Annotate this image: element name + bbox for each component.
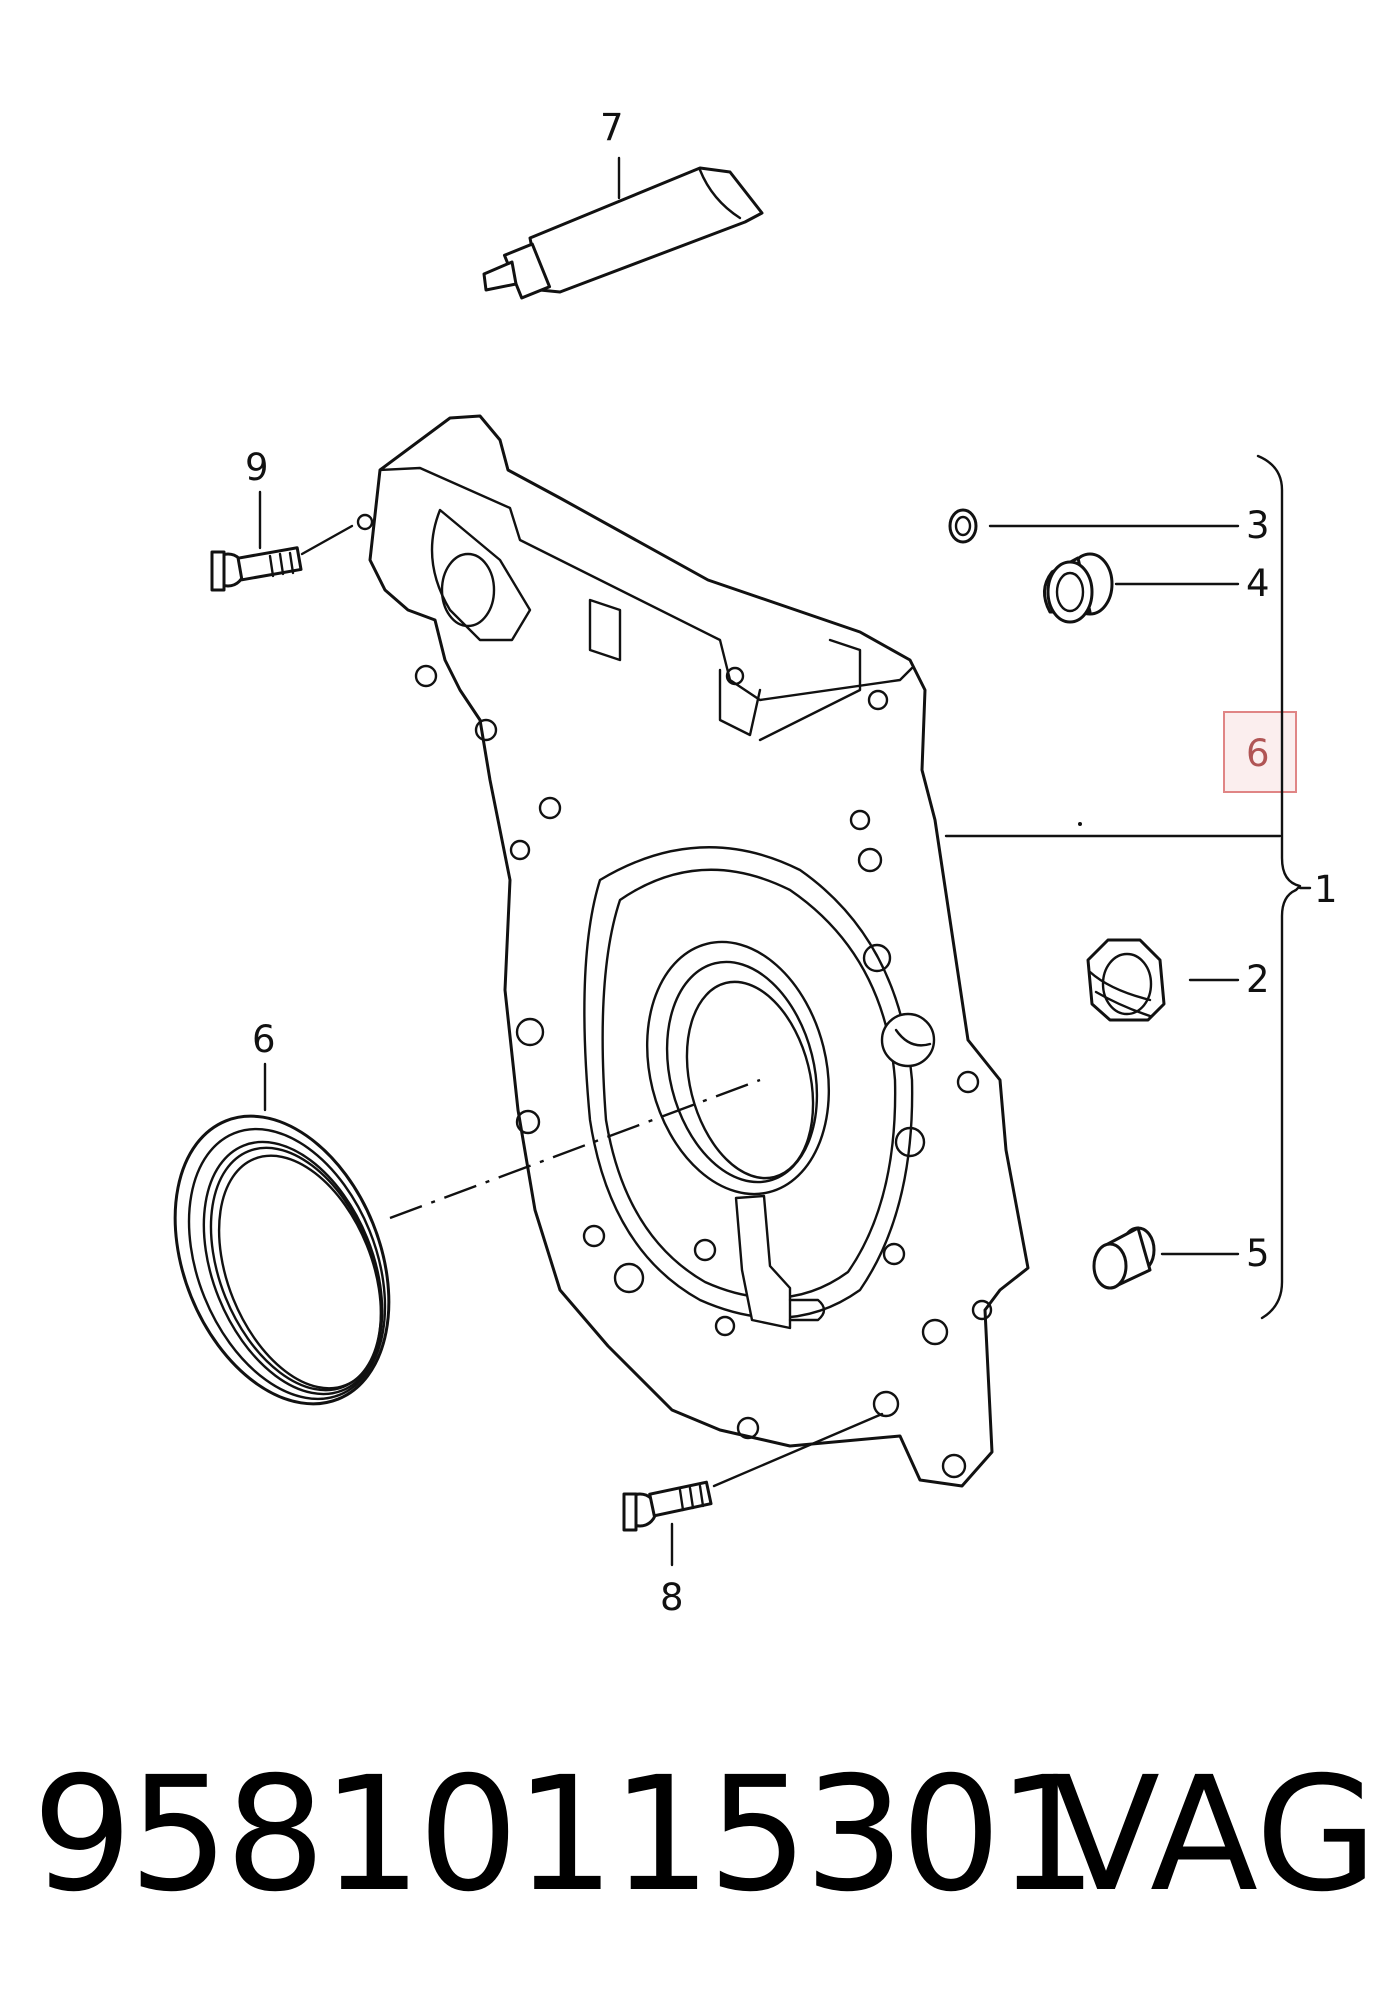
callout-7: 7 [600,106,624,149]
callout-2: 2 [1246,958,1270,1001]
o-ring-part-3: 3 [948,504,1270,547]
crankshaft-seal-part-6: 6 [173,1018,761,1406]
callout-3: 3 [1246,504,1270,547]
bolt-part-8: 8 [622,1412,884,1619]
callout-6-seal: 6 [252,1018,276,1061]
callout-8: 8 [660,1576,684,1619]
brand-label: VAG [1052,1743,1378,1927]
dowel-part-5: 5 [1092,1226,1270,1290]
callout-9: 9 [245,446,269,489]
callout-1: 1 [1314,868,1338,911]
kit-bracket: 1 [1256,454,1338,1320]
part-number: 95810115301 [32,1743,1098,1927]
callout-5: 5 [1246,1232,1270,1275]
sealant-tube-part-7: 7 [482,106,764,300]
callout-6-highlight: 6 [1246,732,1270,775]
highlighted-callout-6[interactable]: 6 [1223,711,1297,793]
callout-4: 4 [1246,562,1270,605]
timing-cover-part-1 [356,414,1282,1488]
parts-diagram: 7 9 [173,106,1338,1619]
sleeve-part-4: 4 [1043,552,1270,624]
clip-part-2: 2 [1086,938,1270,1022]
bolt-part-9: 9 [210,446,354,592]
footer: 95810115301 VAG [0,1735,1389,1935]
